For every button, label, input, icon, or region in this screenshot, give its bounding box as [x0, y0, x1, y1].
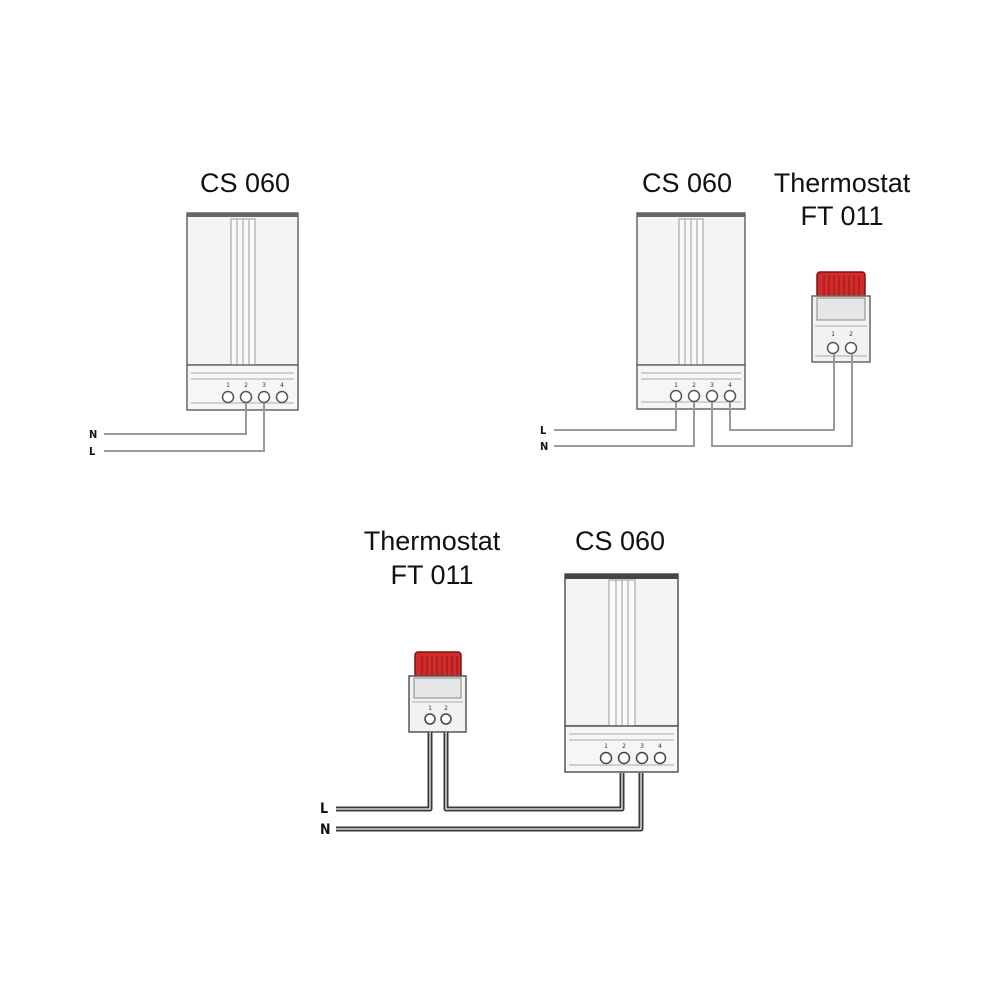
diagram-1-terminal-4: [275, 390, 289, 404]
diagram-3-thermostat-terminal-1: [424, 713, 436, 725]
diagram-1: CS 060 1 2 3 4 N L: [89, 168, 299, 458]
diagram-2-wire-l-label: L: [540, 424, 547, 437]
diagram-1-heater: 1 2 3 4: [186, 212, 299, 411]
diagram-2-thermostat-terminal-2-label: 2: [849, 331, 853, 338]
diagram-2-terminal-3-label: 3: [710, 382, 714, 389]
diagram-3-terminal-2: [617, 751, 631, 765]
diagram-3-terminal-1-label: 1: [604, 743, 608, 750]
diagram-3-wire-n-label: N: [320, 822, 331, 838]
diagram-2-terminal-4-label: 4: [728, 382, 732, 389]
diagram-2-terminal-2-label: 2: [692, 382, 696, 389]
diagram-1-wire-l-label: L: [89, 445, 96, 458]
diagram-3-thermostat-terminal-2: [440, 713, 452, 725]
diagram-1-terminal-1-label: 1: [226, 382, 230, 389]
diagram-2-terminal-4: [723, 389, 737, 403]
diagram-1-terminal-2: [239, 390, 253, 404]
diagram-3-thermostat: 1 2: [408, 651, 467, 733]
diagram-3-heater: 1 2 3 4: [564, 573, 679, 773]
diagram-2: CS 060 Thermostat FT 011 1 2 3 4: [540, 168, 911, 453]
diagram-2-thermostat-terminal-1-label: 1: [831, 331, 835, 338]
diagram-3-terminal-3-label: 3: [640, 743, 644, 750]
diagram-3-wires: [336, 732, 644, 832]
diagram-2-thermostat-terminal-2: [844, 341, 858, 355]
diagram-3-terminal-4-label: 4: [658, 743, 662, 750]
diagram-3-terminal-1: [599, 751, 613, 765]
diagram-3-thermostat-label-line1: Thermostat: [364, 526, 501, 556]
diagram-3-terminal-2-label: 2: [622, 743, 626, 750]
diagram-3-thermostat-terminal-1-label: 1: [428, 705, 432, 712]
diagram-3-terminal-3: [635, 751, 649, 765]
diagram-2-thermostat: 1 2: [811, 271, 871, 363]
diagram-1-terminal-1: [221, 390, 235, 404]
diagram-2-terminal-2: [687, 389, 701, 403]
diagram-2-terminal-1: [669, 389, 683, 403]
diagram-3-thermostat-terminal-2-label: 2: [444, 705, 448, 712]
diagram-1-wires: [104, 403, 265, 452]
diagram-1-heater-label: CS 060: [200, 168, 290, 198]
diagram-1-terminal-3: [257, 390, 271, 404]
diagram-3-heater-label: CS 060: [575, 526, 665, 556]
diagram-2-wire-n-label: N: [540, 440, 548, 453]
diagram-2-heater-label: CS 060: [642, 168, 732, 198]
diagram-3: CS 060 Thermostat FT 011 1 2 3 4: [320, 526, 679, 838]
diagram-2-thermostat-label-line2: FT 011: [800, 201, 883, 231]
diagram-1-wire-n-label: N: [89, 428, 97, 441]
diagram-1-terminal-3-label: 3: [262, 382, 266, 389]
diagram-1-terminal-4-label: 4: [280, 382, 284, 389]
diagram-2-terminal-1-label: 1: [674, 382, 678, 389]
diagram-2-thermostat-label-line1: Thermostat: [774, 168, 911, 198]
diagram-2-terminal-3: [705, 389, 719, 403]
diagram-2-wires: [554, 354, 853, 447]
diagram-3-terminal-4: [653, 751, 667, 765]
diagram-2-heater: 1 2 3 4: [636, 212, 746, 410]
diagram-2-thermostat-terminal-1: [826, 341, 840, 355]
diagram-3-wire-l-label: L: [320, 801, 328, 817]
diagram-1-terminal-2-label: 2: [244, 382, 248, 389]
diagram-3-thermostat-label-line2: FT 011: [390, 560, 473, 590]
